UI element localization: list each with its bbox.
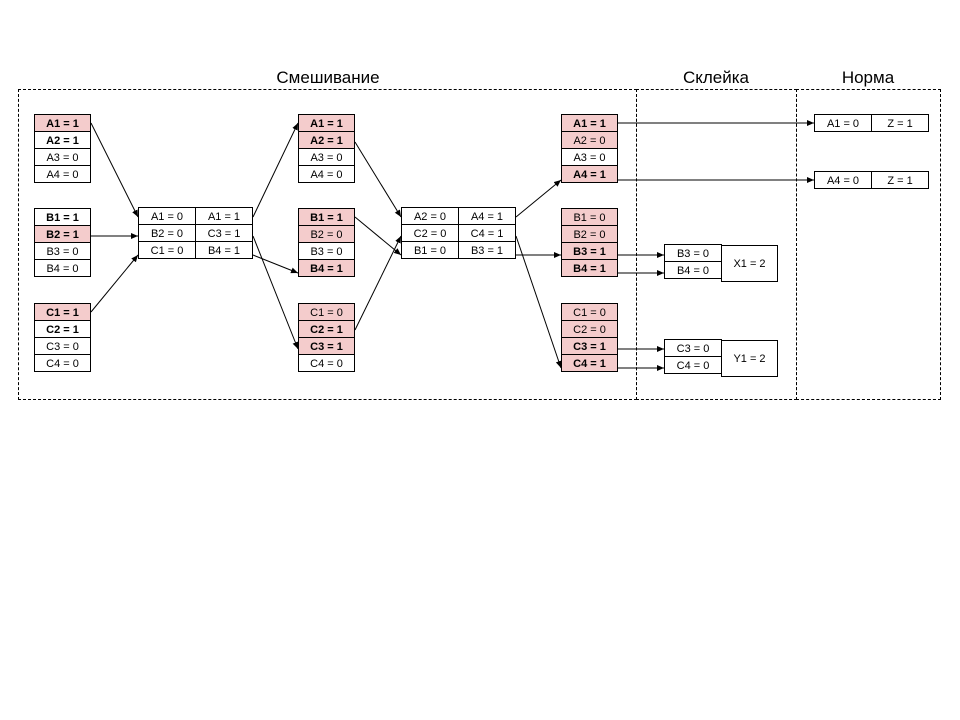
variable-cell: C4 = 0 [34, 354, 91, 372]
mixer-cell: A1 = 1 [195, 207, 253, 225]
variable-cell: C3 = 1 [561, 337, 618, 355]
variable-cell: A4 = 0 [34, 165, 91, 183]
glue-y: C3 = 0 C4 = 0 Y1 = 2 [664, 339, 778, 377]
wire [252, 254, 299, 274]
norm-pair-a1: A1 = 0 Z = 1 [814, 114, 929, 132]
glue-cell: B4 = 0 [664, 261, 722, 279]
mixer-cell: B4 = 1 [195, 241, 253, 259]
variable-cell: B4 = 1 [561, 259, 618, 277]
norm-cell: Z = 1 [871, 114, 929, 132]
mixer-cell: A1 = 0 [138, 207, 196, 225]
variable-cell: A3 = 0 [34, 148, 91, 166]
variable-cell: B3 = 0 [34, 242, 91, 260]
mixer-1-left: A1 = 0 B2 = 0 C1 = 0 [138, 207, 196, 259]
variable-cell: A4 = 1 [561, 165, 618, 183]
wire [252, 235, 299, 350]
variable-cell: C4 = 1 [561, 354, 618, 372]
variable-cell: A1 = 1 [561, 114, 618, 132]
mixer-cell: B3 = 1 [458, 241, 516, 259]
norm-frame [796, 89, 941, 400]
variable-cell: C2 = 0 [561, 320, 618, 338]
variable-cell: C4 = 0 [298, 354, 355, 372]
glue-sum: X1 = 2 [721, 245, 778, 282]
variable-cell: B3 = 1 [561, 242, 618, 260]
norm-cell: Z = 1 [871, 171, 929, 189]
mixer-cell: C1 = 0 [138, 241, 196, 259]
variable-cell: B2 = 0 [561, 225, 618, 243]
norm-title: Норма [841, 68, 895, 87]
wire [90, 122, 139, 218]
norm-pair-a4: A4 = 0 Z = 1 [814, 171, 929, 189]
wire [515, 179, 562, 218]
glue-sum: Y1 = 2 [721, 340, 778, 377]
variable-cell: A3 = 0 [561, 148, 618, 166]
wire [252, 122, 299, 218]
variable-cell: C3 = 0 [34, 337, 91, 355]
glue-x: B3 = 0 B4 = 0 X1 = 2 [664, 244, 778, 282]
wire [354, 235, 402, 331]
variable-cell: A3 = 0 [298, 148, 355, 166]
variable-cell: A4 = 0 [298, 165, 355, 183]
wire [90, 254, 139, 313]
glue-title: Склейка [682, 68, 750, 87]
wire [354, 216, 402, 256]
variable-cell: B1 = 1 [298, 208, 355, 226]
mixer-1-right: A1 = 1 C3 = 1 B4 = 1 [195, 207, 253, 259]
mixer-2-right: A4 = 1 C4 = 1 B3 = 1 [458, 207, 516, 259]
mixing-title: Смешивание [276, 68, 380, 87]
wire [515, 235, 562, 369]
variable-cell: A1 = 1 [34, 114, 91, 132]
mixer-1: A1 = 0 B2 = 0 C1 = 0 A1 = 1 C3 = 1 B4 = … [138, 207, 253, 259]
mixer-cell: B1 = 0 [401, 241, 459, 259]
wire [354, 141, 402, 218]
norm-cell: A4 = 0 [814, 171, 872, 189]
glue-cell: C4 = 0 [664, 356, 722, 374]
mixer-2-left: A2 = 0 C2 = 0 B1 = 0 [401, 207, 459, 259]
variable-cell: B4 = 1 [298, 259, 355, 277]
variable-cell: B4 = 0 [34, 259, 91, 277]
mixer-2: A2 = 0 C2 = 0 B1 = 0 A4 = 1 C4 = 1 B3 = … [401, 207, 516, 259]
variable-cell: C1 = 1 [34, 303, 91, 321]
